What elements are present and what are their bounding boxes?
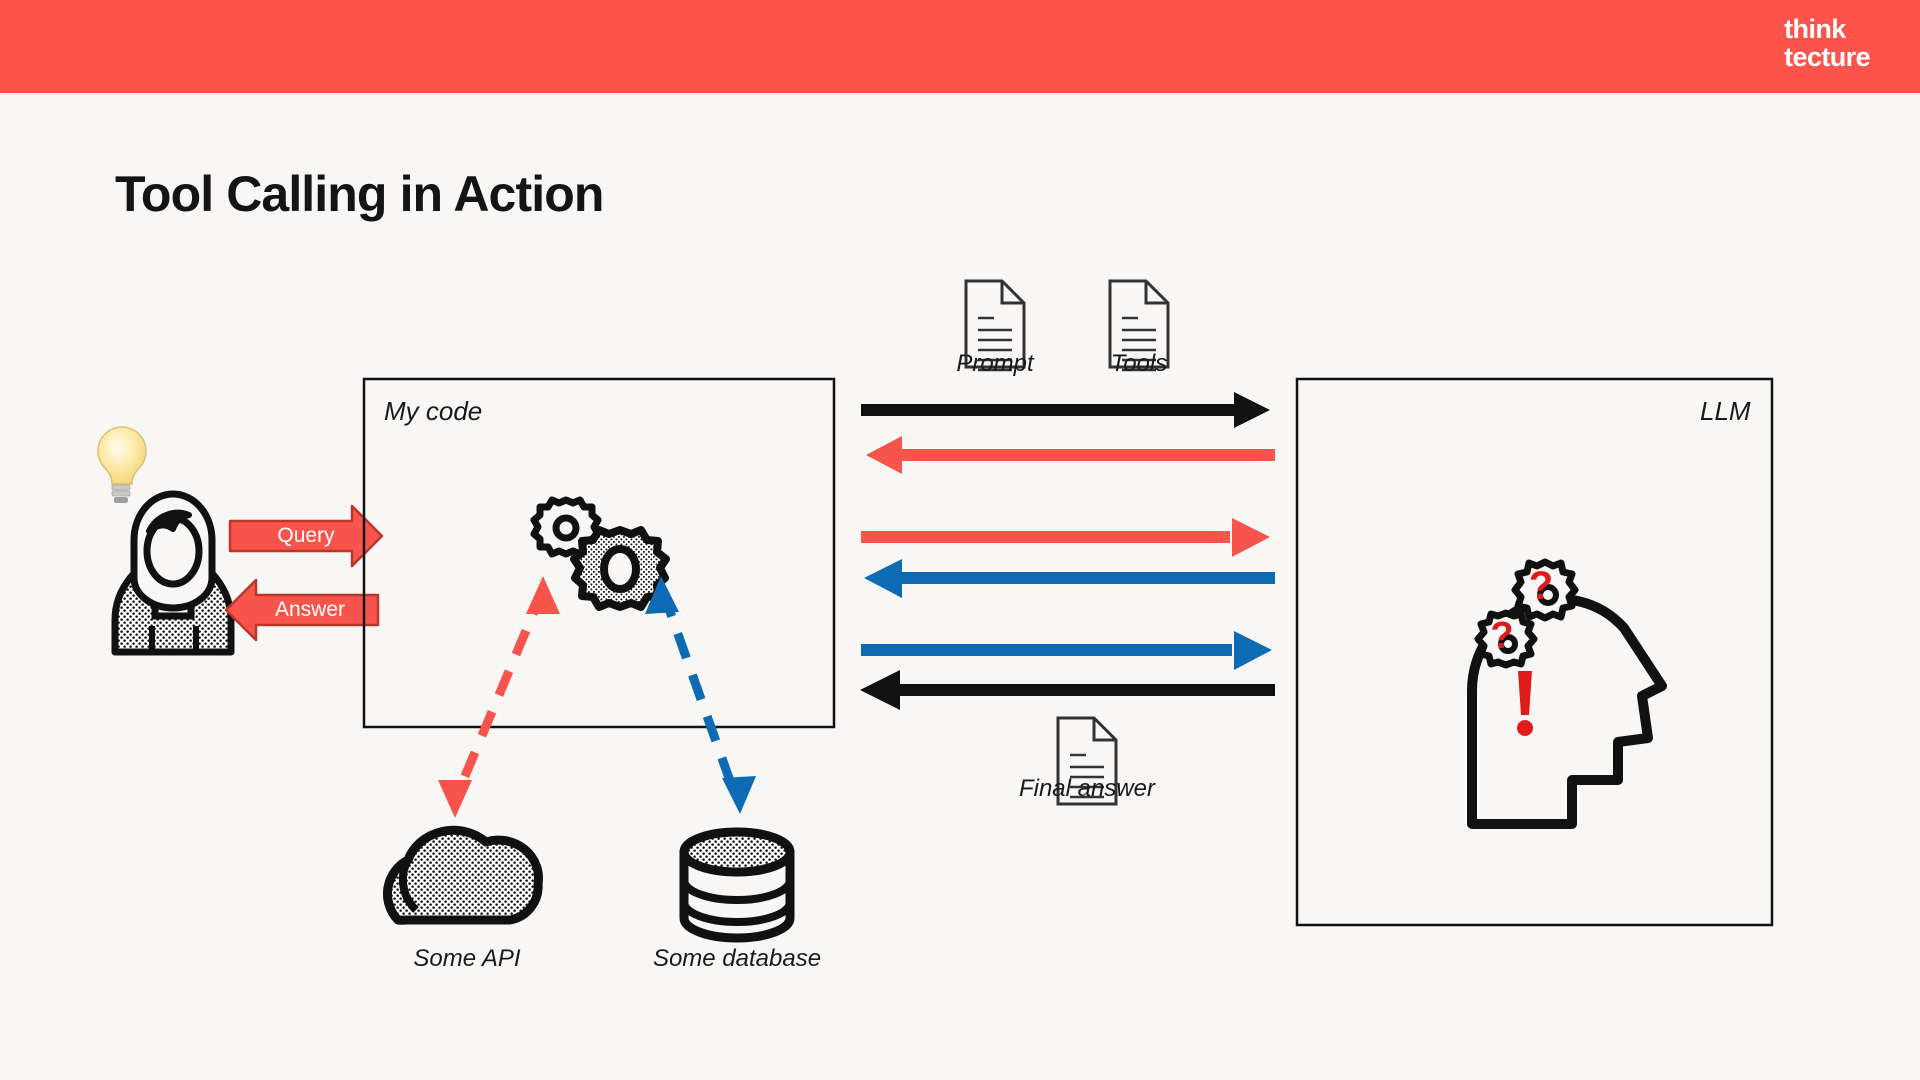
database-icon (679, 827, 795, 943)
head-thinking-icon: ? ? (1467, 558, 1667, 829)
exclamation-mark-icon (1517, 671, 1533, 736)
llm-label: LLM (1700, 396, 1751, 426)
arrow-final-answer (860, 670, 1275, 710)
final-answer-caption: Final answer (1018, 775, 1156, 802)
query-arrow-label: Query (277, 524, 335, 547)
svg-text:?: ? (1490, 615, 1513, 657)
arrow-tool-result-db (861, 631, 1272, 670)
arrow-llm-tool-request-1 (866, 436, 1275, 474)
some-api-caption: Some API (413, 945, 521, 972)
arrow-prompt-tools-to-llm (861, 392, 1270, 428)
cloud-icon (382, 825, 543, 925)
tools-caption: Tools (1110, 350, 1168, 377)
page-title: Tool Calling in Action (115, 166, 604, 222)
prompt-caption: Prompt (956, 350, 1034, 377)
gears-icon (530, 496, 670, 611)
logo-line-1: think (1784, 14, 1846, 44)
arrow-llm-tool-request-2 (864, 559, 1275, 598)
person-icon (111, 490, 235, 656)
svg-text:?: ? (1529, 564, 1553, 608)
thinktecture-logo: think tecture (1784, 14, 1870, 72)
some-database-caption: Some database (652, 945, 822, 972)
logo-line-2: tecture (1784, 41, 1870, 72)
answer-arrow-label: Answer (274, 598, 346, 621)
arrow-tool-result-api (861, 518, 1270, 557)
link-code-to-api (438, 576, 560, 818)
link-code-to-database (645, 576, 756, 814)
my-code-label: My code (384, 396, 483, 426)
llm-panel (1295, 377, 1774, 927)
top-header-bar: think tecture (0, 0, 1920, 93)
my-code-panel (362, 377, 836, 729)
lightbulb-icon (97, 426, 147, 503)
